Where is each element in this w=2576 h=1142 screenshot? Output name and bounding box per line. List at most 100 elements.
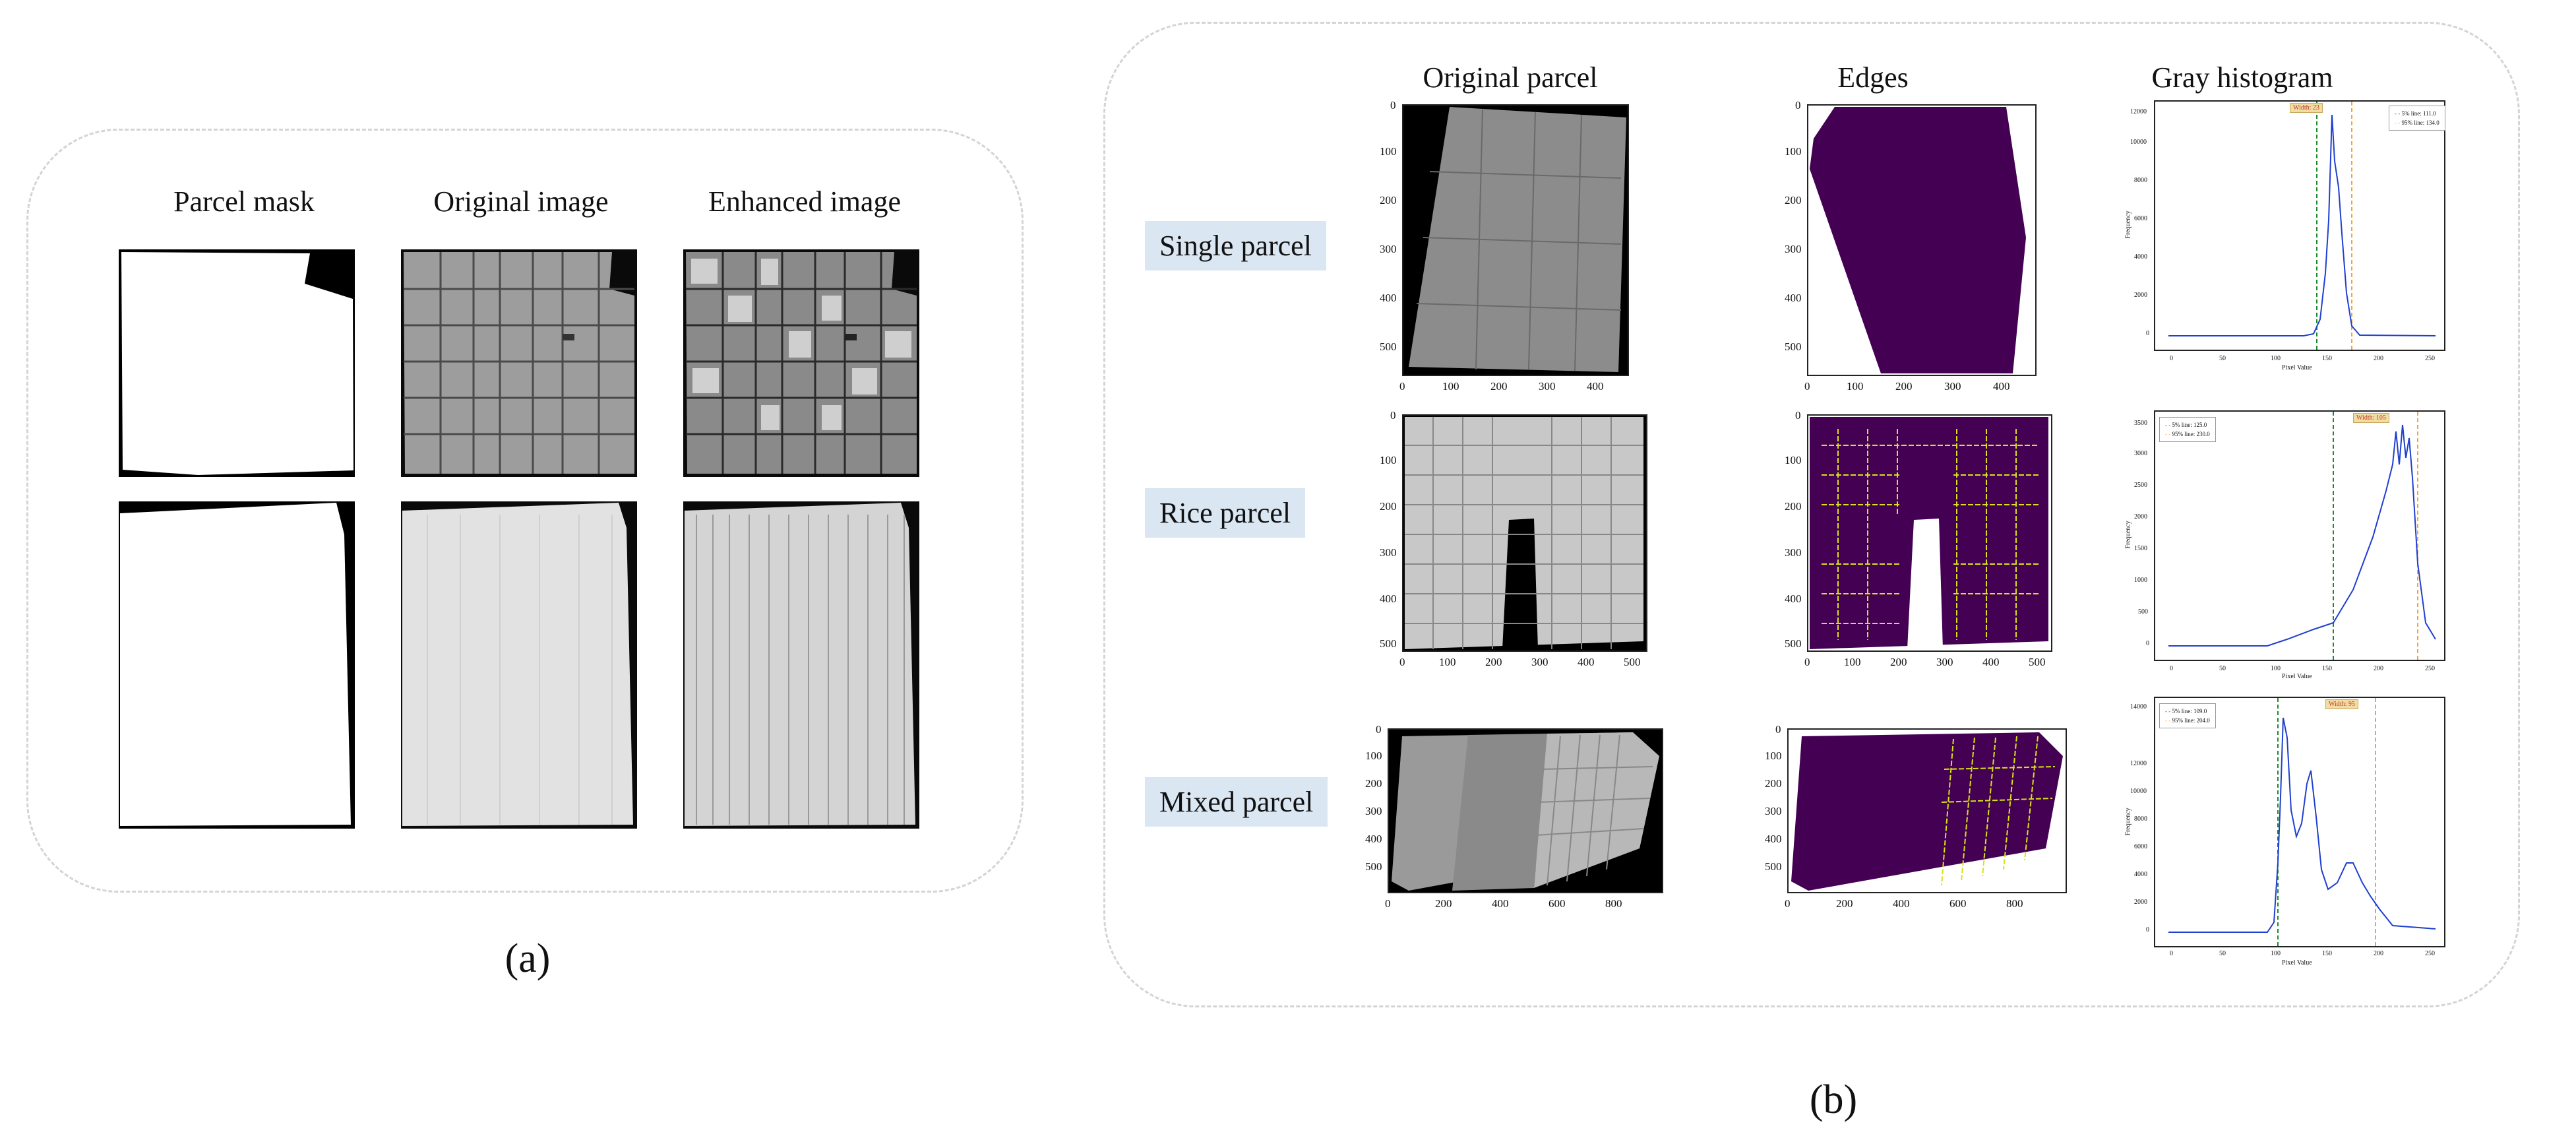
tick-label: 2000 [2134,292,2147,299]
tick-label: 300 [1936,656,1953,668]
tick-label: 400 [1380,592,1397,605]
tick-label: 150 [2322,950,2332,957]
tick-label: 200 [1485,656,1502,668]
tick-label: 6000 [2134,843,2147,850]
tick-label: 800 [1605,897,1622,910]
tick-label: 200 [1490,380,1508,393]
tick-label: 0 [1376,723,1382,736]
tick-label: 400 [1993,380,2010,393]
panel-a-frame [26,129,1024,893]
tick-label: 200 [1836,897,1853,910]
legend-entry: 95% line: 134.0 [2401,119,2439,126]
tick-label: 300 [1365,805,1382,817]
panel-a-label: (a) [505,936,551,981]
legend-entry: 5% line: 125.0 [2172,422,2207,428]
tick-label: 500 [1380,340,1397,353]
tick-label: 300 [1539,380,1556,393]
tick-label: 12000 [2130,760,2147,767]
x-axis-label: Pixel Value [2282,959,2312,967]
tick-label: 150 [2322,355,2332,362]
tick-label: 300 [1765,805,1782,817]
tick-label: 300 [1785,243,1802,255]
tick-label: 500 [2029,656,2046,668]
tick-label: 200 [2374,665,2383,672]
tick-label: 2500 [2134,482,2147,489]
histogram-legend-3: - - 5% line: 109.0 - - 95% line: 204.0 [2159,703,2216,728]
legend-entry: 5% line: 109.0 [2172,708,2207,714]
tick-label: 100 [1785,454,1802,466]
histogram-width-badge-3: Width: 95 [2325,699,2358,709]
tick-label: 6000 [2134,215,2147,222]
tick-label: 600 [1949,897,1967,910]
tick-label: 100 [1765,749,1782,762]
histogram-width-badge-1: Width: 23 [2290,103,2323,113]
tick-label: 50 [2219,950,2226,957]
tick-label: 0 [1795,99,1801,111]
tick-label: 0 [1775,723,1781,736]
original-parcel-axes-3 [1388,728,1663,893]
row-label-single-parcel: Single parcel [1145,221,1326,270]
enhanced-image-1 [683,249,919,477]
tick-label: 4000 [2134,871,2147,878]
tick-label: 200 [1380,500,1397,513]
tick-label: 200 [1785,500,1802,513]
x-axis-label: Pixel Value [2282,364,2312,371]
tick-label: 1000 [2134,577,2147,584]
tick-label: 400 [1492,897,1509,910]
tick-label: 8000 [2134,815,2147,823]
tick-label: 300 [1380,546,1397,559]
tick-label: 400 [1578,656,1595,668]
tick-label: 50 [2219,665,2226,672]
tick-label: 200 [1365,777,1382,790]
tick-label: 800 [2006,897,2023,910]
tick-label: 500 [1765,860,1782,873]
panel-b-header-edges: Edges [1837,61,1909,94]
x-axis-label: Pixel Value [2282,673,2312,680]
tick-label: 100 [1380,454,1397,466]
tick-label: 0 [1399,380,1405,393]
tick-label: 100 [2271,665,2281,672]
tick-label: 100 [1847,380,1864,393]
y-axis-label: Frequency [2124,808,2132,836]
tick-label: 100 [2271,950,2281,957]
tick-label: 250 [2425,665,2435,672]
tick-label: 600 [1549,897,1566,910]
tick-label: 200 [1890,656,1907,668]
tick-label: 400 [1365,833,1382,845]
tick-label: 200 [1380,194,1397,206]
legend-entry: 95% line: 204.0 [2172,717,2210,724]
legend-entry: 95% line: 230.0 [2172,431,2210,437]
tick-label: 200 [1785,194,1802,206]
panel-a-header-original-image: Original image [433,185,609,218]
tick-label: 2000 [2134,899,2147,906]
tick-label: 200 [1895,380,1913,393]
tick-label: 50 [2219,355,2226,362]
tick-label: 500 [1624,656,1641,668]
tick-label: 300 [1944,380,1961,393]
tick-label: 250 [2425,355,2435,362]
original-parcel-axes-1 [1402,104,1629,376]
edges-axes-2 [1807,414,2052,652]
tick-label: 200 [2374,355,2383,362]
tick-label: 3500 [2134,420,2147,427]
tick-label: 0 [1385,897,1391,910]
legend-entry: 5% line: 111.0 [2401,110,2436,117]
tick-label: 10000 [2130,788,2147,795]
original-image-1 [401,249,637,477]
tick-label: 300 [1380,243,1397,255]
tick-label: 100 [1365,749,1382,762]
panel-b-header-original-parcel: Original parcel [1423,61,1598,94]
original-image-2 [401,501,637,829]
parcel-mask-image-2 [119,501,355,829]
parcel-mask-image-1 [119,249,355,477]
tick-label: 0 [2170,950,2173,957]
tick-label: 400 [1765,833,1782,845]
histogram-width-badge-2: Width: 105 [2353,413,2389,423]
row-label-rice-parcel: Rice parcel [1145,488,1306,538]
tick-label: 100 [1785,145,1802,158]
tick-label: 400 [1785,592,1802,605]
tick-label: 300 [1785,546,1802,559]
tick-label: 0 [1399,656,1405,668]
tick-label: 8000 [2134,177,2147,184]
tick-label: 500 [1785,637,1802,650]
